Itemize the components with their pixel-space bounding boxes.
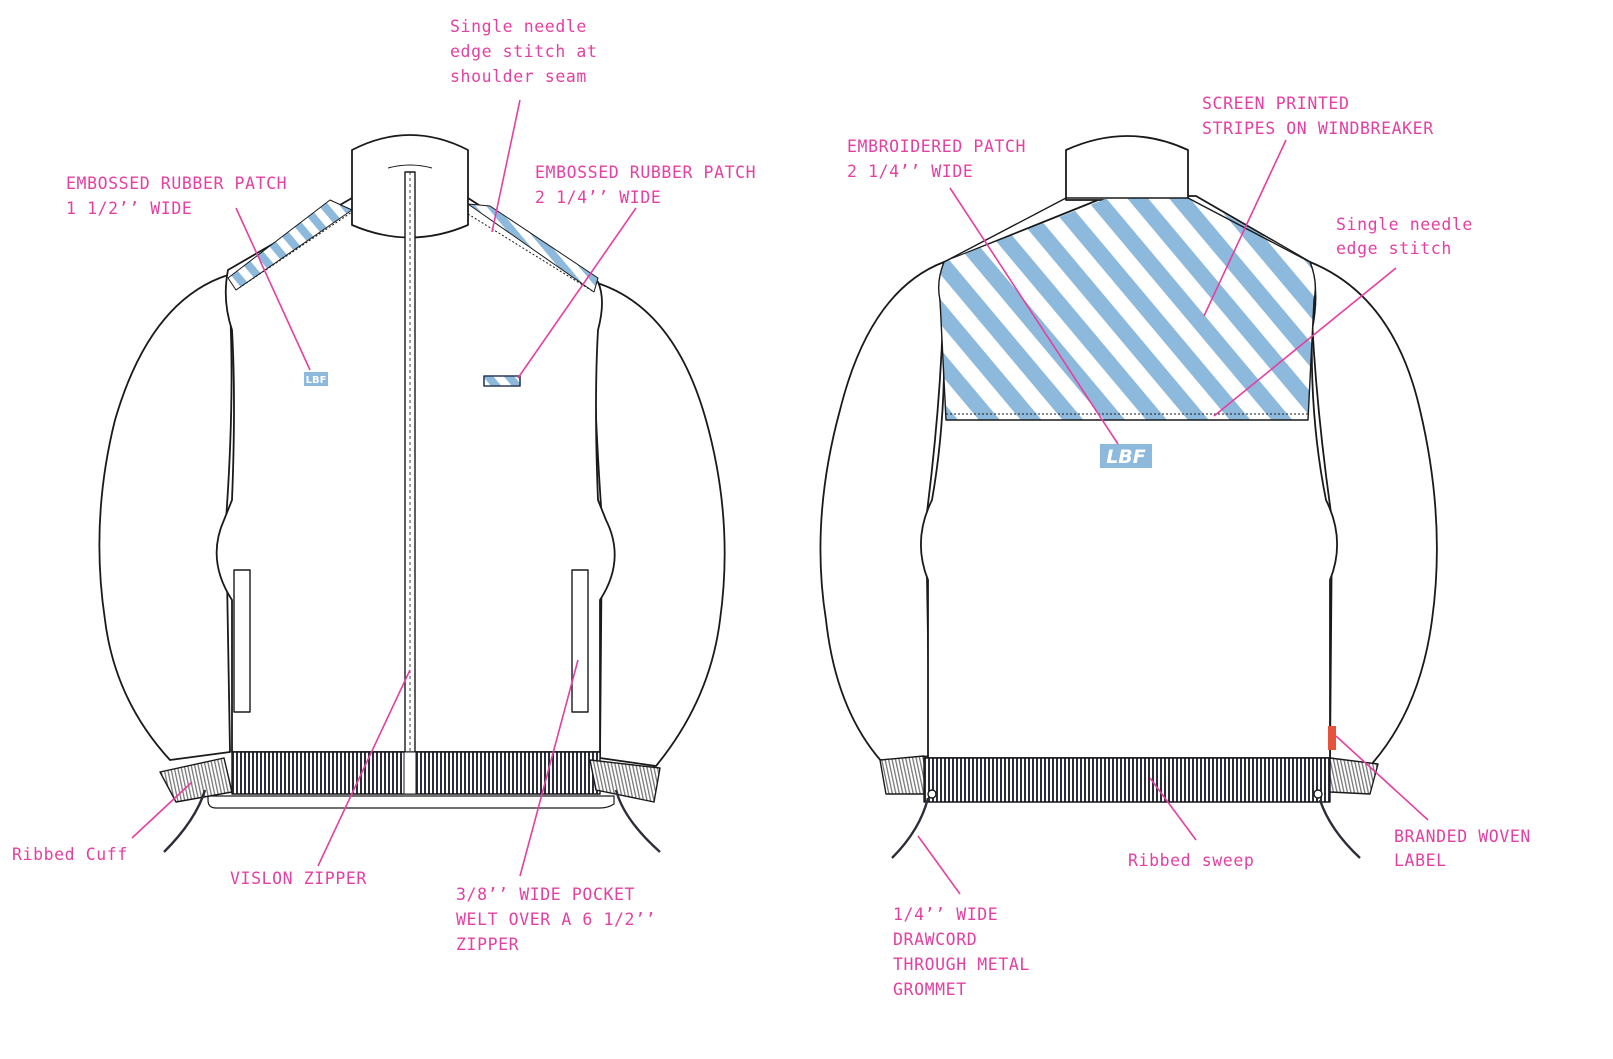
callout-ribbed-cuff: Ribbed Cuff [12, 845, 128, 864]
back-right-cuff [1329, 757, 1379, 795]
callout-patch-left: EMBOSSED RUBBER PATCH 1 1/2’’ WIDE [66, 174, 298, 218]
callout-vislon-zipper: VISLON ZIPPER [230, 869, 367, 888]
leader-lines [131, 99, 1429, 895]
callout-shoulder-stitch: Single needle edge stitch at shoulder se… [450, 17, 608, 86]
back-right-sleeve [1309, 261, 1438, 767]
back-logo-text: LBF [1106, 446, 1146, 468]
callout-drawcord: 1/4’’ WIDE DRAWCORD THROUGH METAL GROMME… [893, 905, 1041, 999]
callout-embroidered-patch: EMBROIDERED PATCH 2 1/4’’ WIDE [847, 137, 1037, 181]
front-left-pocket-welt [233, 569, 251, 713]
rubber-patch-icon [483, 375, 521, 387]
callout-screen-printed-stripes: SCREEN PRINTED STRIPES ON WINDBREAKER [1202, 94, 1434, 138]
back-collar [1065, 135, 1189, 201]
front-right-pocket-welt [571, 569, 589, 713]
front-right-shoulder-stripe [467, 203, 599, 293]
back-left-cuff [879, 755, 925, 795]
front-right-cuff [589, 759, 661, 803]
callout-edge-stitch: Single needle edge stitch [1336, 215, 1484, 258]
callout-pocket-welt: 3/8’’ WIDE POCKET WELT OVER A 6 1/2’’ ZI… [456, 885, 667, 954]
front-left-cuff [159, 757, 233, 803]
front-jacket: LBF [98, 134, 726, 853]
front-left-sleeve [98, 274, 233, 761]
callout-ribbed-sweep: Ribbed sweep [1128, 851, 1254, 870]
woven-label-icon [1328, 726, 1336, 750]
lbf-logo-icon: LBF [304, 372, 328, 386]
back-jacket: LBF [819, 135, 1438, 859]
callout-branded-woven-label: BRANDED WOVEN LABEL [1394, 827, 1542, 870]
lbf-logo-icon: LBF [1100, 444, 1152, 468]
back-ribbed-hem [923, 757, 1331, 803]
callouts: Single needle edge stitch at shoulder se… [12, 17, 1542, 999]
back-striped-yoke [938, 198, 1316, 420]
back-left-sleeve [819, 261, 945, 763]
front-chest-logo-text: LBF [306, 375, 327, 386]
front-right-sleeve [592, 281, 726, 767]
callout-patch-right: EMBOSSED RUBBER PATCH 2 1/4’’ WIDE [535, 163, 767, 207]
